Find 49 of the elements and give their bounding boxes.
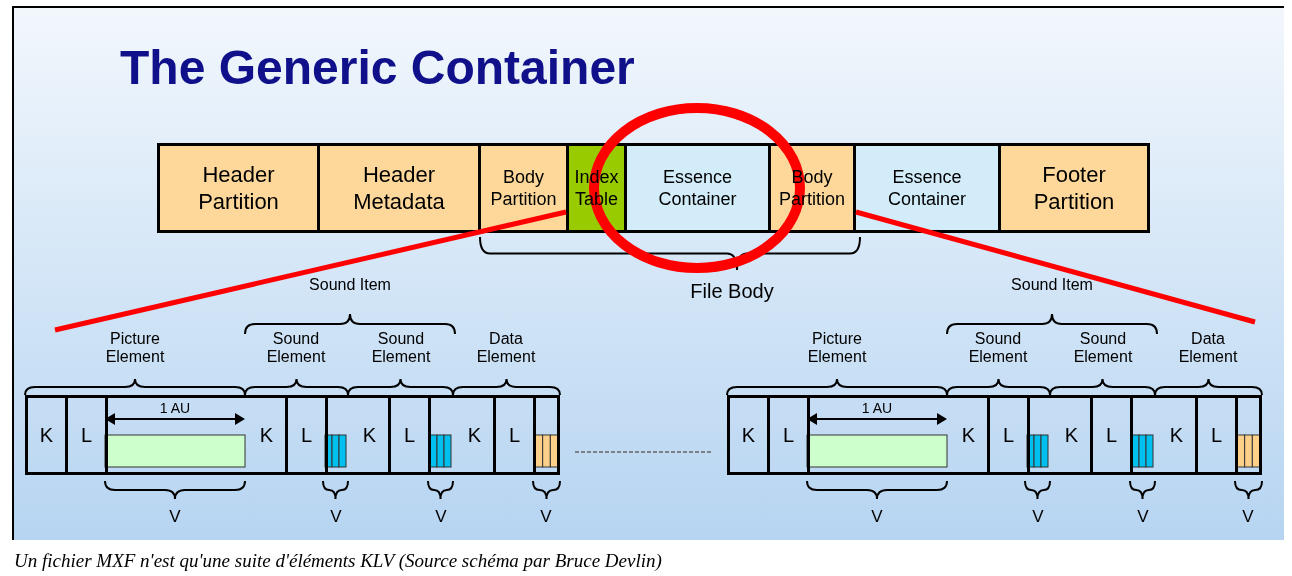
klv-strip bbox=[25, 395, 560, 475]
klv-cell: L bbox=[1093, 398, 1133, 472]
caption: Un fichier MXF n'est qu'une suite d'éléments KLV (Source schéma par Bruce Devlin) bbox=[14, 549, 662, 573]
element-label: Sound Item bbox=[1010, 276, 1094, 294]
element-label: V bbox=[539, 508, 553, 527]
element-label: Data Element bbox=[1177, 330, 1239, 366]
partition-box: Header Partition bbox=[157, 143, 320, 233]
partition-box: Header Metadata bbox=[317, 143, 481, 233]
element-label: Picture Element bbox=[806, 330, 868, 366]
element-label: V bbox=[1241, 508, 1255, 527]
element-label: 1 AU bbox=[860, 401, 894, 417]
klv-cell: L bbox=[68, 398, 108, 472]
klv-cell: K bbox=[730, 398, 770, 472]
element-label: V bbox=[329, 508, 343, 527]
partition-box: Essence Container bbox=[853, 143, 1001, 233]
title: The Generic Container bbox=[120, 44, 635, 92]
partition-box: Essence Container bbox=[624, 143, 771, 233]
element-label: Data Element bbox=[475, 330, 537, 366]
klv-cell: K bbox=[950, 398, 990, 472]
klv-cell: L bbox=[770, 398, 810, 472]
element-label: V bbox=[870, 508, 884, 527]
zoom-line bbox=[54, 209, 567, 333]
partition-box: Body Partition bbox=[478, 143, 569, 233]
klv-cell: K bbox=[351, 398, 391, 472]
element-label: File Body bbox=[690, 280, 774, 302]
klv-cell: L bbox=[288, 398, 328, 472]
zoom-line bbox=[855, 209, 1256, 325]
element-label: Sound Element bbox=[1072, 330, 1134, 366]
element-label: 1 AU bbox=[158, 401, 192, 417]
element-label: V bbox=[168, 508, 182, 527]
element-label: Sound Element bbox=[967, 330, 1029, 366]
element-label: V bbox=[1031, 508, 1045, 527]
klv-cell: L bbox=[496, 398, 536, 472]
klv-cell: K bbox=[1158, 398, 1198, 472]
klv-cell: L bbox=[391, 398, 431, 472]
element-label: Sound Element bbox=[265, 330, 327, 366]
klv-cell: K bbox=[28, 398, 68, 472]
element-label: V bbox=[1136, 508, 1150, 527]
klv-cell: K bbox=[1053, 398, 1093, 472]
klv-cell: L bbox=[990, 398, 1030, 472]
element-label: Sound Item bbox=[308, 276, 392, 294]
klv-cell: L bbox=[1198, 398, 1238, 472]
partition-box: Footer Partition bbox=[998, 143, 1150, 233]
klv-strip bbox=[727, 395, 1262, 475]
element-label: Sound Element bbox=[370, 330, 432, 366]
klv-cell: K bbox=[248, 398, 288, 472]
element-label: Picture Element bbox=[104, 330, 166, 366]
klv-cell: K bbox=[456, 398, 496, 472]
element-label: V bbox=[434, 508, 448, 527]
